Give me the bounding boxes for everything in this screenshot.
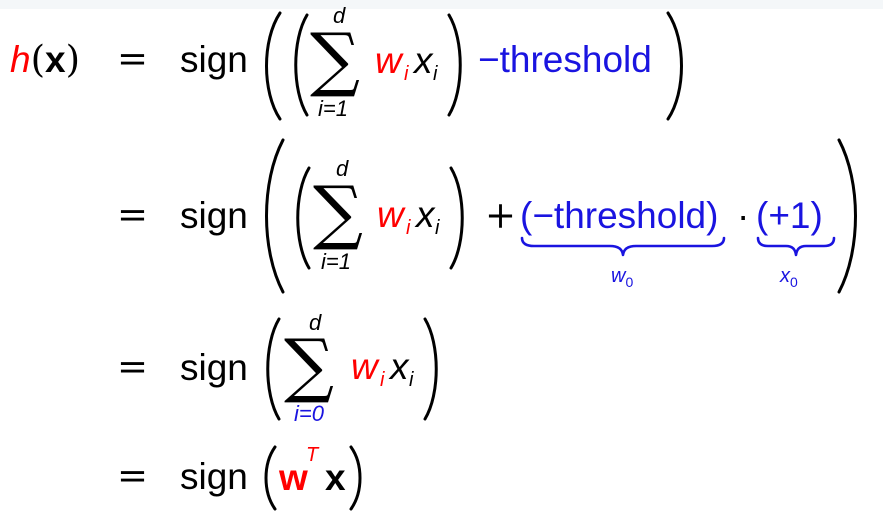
transpose-superscript: T <box>306 444 319 466</box>
weight-subscript: i <box>404 63 409 85</box>
sum-upper-limit: d <box>309 310 322 335</box>
minus-threshold: −threshold <box>478 39 652 80</box>
inner-left-paren <box>294 13 309 117</box>
lhs-rparen: ) <box>65 38 81 81</box>
top-bar <box>0 0 883 9</box>
underbrace-x0 <box>756 236 836 257</box>
weight-w: w <box>375 40 402 81</box>
equals-sign: = <box>117 345 149 388</box>
sign-function: sign <box>180 39 248 80</box>
inner-right-paren <box>449 166 464 270</box>
brace-label-w0: w0 <box>611 265 634 290</box>
equals-sign: = <box>117 454 149 497</box>
lhs-function: h <box>10 39 31 80</box>
plus-sign: + <box>485 194 517 237</box>
summation-sign: ∑ <box>310 18 360 100</box>
input-x: x <box>414 40 433 81</box>
weight-w: w <box>377 194 404 235</box>
left-paren <box>266 317 281 421</box>
sum-lower-limit: i=1 <box>318 96 348 121</box>
input-x: x <box>416 194 435 235</box>
weight-subscript: i <box>406 217 411 239</box>
equals-sign: = <box>117 37 149 80</box>
input-vector: x <box>325 457 346 498</box>
outer-right-paren <box>666 11 683 121</box>
inner-left-paren <box>296 166 311 270</box>
input-subscript: i <box>409 369 414 391</box>
right-paren <box>423 317 438 421</box>
lhs-var: x <box>45 39 66 80</box>
input-x: x <box>390 346 409 387</box>
weight-vector: w <box>279 457 308 498</box>
sign-function: sign <box>180 347 248 388</box>
input-subscript: i <box>435 217 440 239</box>
outer-left-paren <box>265 138 285 294</box>
weight-subscript: i <box>380 369 385 391</box>
sum-upper-limit: d <box>333 3 346 28</box>
equals-sign: = <box>117 193 149 236</box>
negative-threshold: (−threshold) <box>520 195 719 236</box>
sum-lower-limit: i=1 <box>321 249 351 274</box>
brace-label-x0: x0 <box>780 265 798 290</box>
lhs-lparen: ( <box>30 38 46 81</box>
sign-function: sign <box>180 195 248 236</box>
outer-right-paren <box>837 138 857 294</box>
right-paren <box>349 445 362 511</box>
weight-w: w <box>351 346 378 387</box>
summation-sign: ∑ <box>284 324 334 406</box>
lhs: h(x) <box>10 41 80 78</box>
input-subscript: i <box>433 63 438 85</box>
summation-sign: ∑ <box>313 171 363 253</box>
sum-lower-limit: i=0 <box>294 401 324 426</box>
left-paren <box>264 445 277 511</box>
plus-one: (+1) <box>756 195 823 236</box>
multiplication-dot: · <box>737 195 750 236</box>
sum-upper-limit: d <box>336 156 349 181</box>
inner-right-paren <box>447 13 462 117</box>
sign-function: sign <box>180 456 248 497</box>
outer-left-paren <box>265 11 282 121</box>
underbrace-w0 <box>520 236 726 257</box>
